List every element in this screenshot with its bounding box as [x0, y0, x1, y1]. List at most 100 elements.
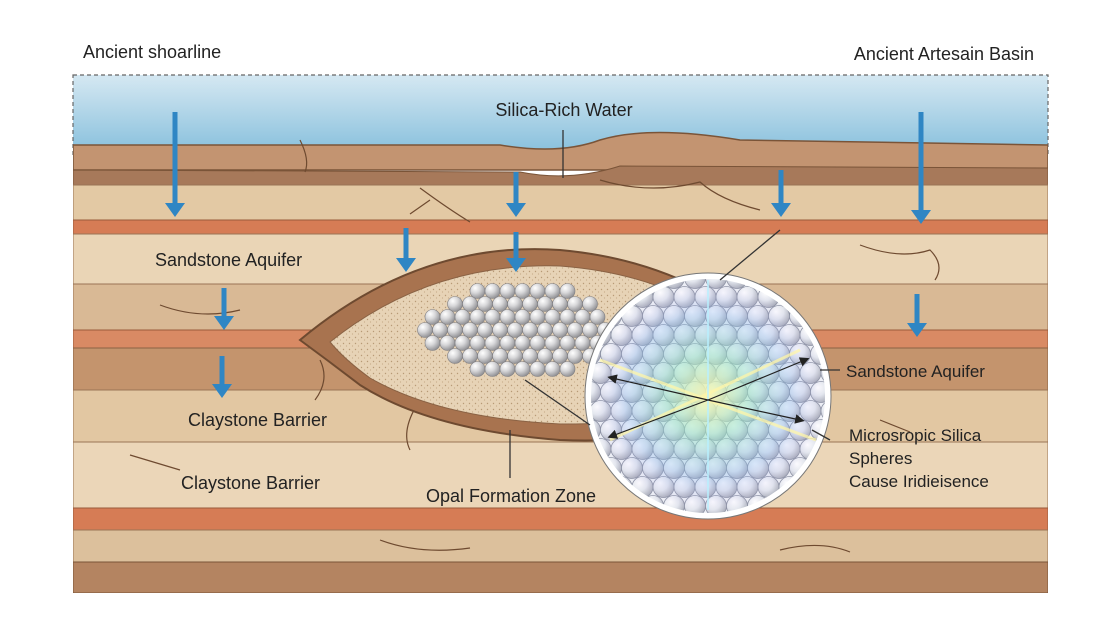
silica-sphere-icon: [522, 322, 538, 338]
down-arrow-icon: [212, 356, 232, 398]
silica-sphere-icon: [507, 322, 523, 338]
silica-sphere-icon: [507, 348, 523, 364]
label-artesian-basin: Ancient Artesain Basin: [854, 44, 1034, 64]
silica-sphere-icon: [529, 309, 546, 325]
silica-sphere-icon: [529, 283, 546, 299]
stratum-8: [73, 529, 1048, 563]
silica-sphere-icon: [544, 335, 561, 351]
silica-sphere-icon: [552, 296, 568, 312]
stratum-bottom: [73, 561, 1048, 593]
silica-sphere-icon: [544, 361, 561, 377]
label-claystone-barrier-upper: Claystone Barrier: [188, 410, 327, 430]
silica-sphere-icon: [574, 309, 591, 325]
stratum-top-surface: [73, 131, 1048, 171]
silica-sphere-icon: [514, 335, 531, 351]
silica-sphere-icon: [529, 361, 546, 377]
silica-sphere-icon: [484, 283, 501, 299]
silica-sphere-icon: [529, 335, 546, 351]
silica-sphere-icon: [582, 322, 598, 338]
silica-sphere-icon: [559, 309, 576, 325]
silica-sphere-icon: [507, 296, 523, 312]
strata-group: [73, 131, 1048, 593]
down-arrow-icon: [214, 288, 234, 330]
silica-sphere-icon: [514, 309, 531, 325]
silica-sphere-icon: [469, 309, 486, 325]
down-arrow-icon: [506, 172, 526, 217]
silica-sphere-icon: [417, 322, 433, 338]
leader-lines: [524, 130, 840, 441]
silica-sphere-icon: [589, 309, 606, 325]
silica-sphere-icon: [492, 296, 508, 312]
silica-sphere-icon: [537, 348, 553, 364]
silica-sphere-icon: [462, 322, 478, 338]
silica-sphere-icon: [499, 283, 516, 299]
silica-sphere-icon: [469, 335, 486, 351]
silica-sphere-icon: [559, 283, 576, 299]
label-claystone-barrier-lower: Claystone Barrier: [181, 473, 320, 493]
label-silica-rich-water: Silica-Rich Water: [495, 100, 632, 120]
silica-sphere-icon: [462, 348, 478, 364]
down-arrow-icon: [165, 112, 185, 217]
silica-sphere-icon: [447, 296, 463, 312]
stratum-1: [73, 165, 1048, 186]
down-arrow-icon: [911, 112, 931, 224]
silica-sphere-icon: [439, 335, 456, 351]
silica-sphere-icon: [522, 296, 538, 312]
silica-sphere-icon: [567, 322, 583, 338]
silica-sphere-icon: [567, 296, 583, 312]
lens-sphere-cluster: [417, 283, 613, 377]
label-sandstone-aquifer-right: Sandstone Aquifer: [846, 362, 985, 381]
silica-sphere-icon: [492, 322, 508, 338]
down-arrow-icon: [907, 294, 927, 337]
stratum-2: [73, 184, 1048, 221]
silica-sphere-icon: [454, 309, 471, 325]
magnifier-ring: [585, 273, 831, 519]
direction-arrows: [607, 357, 810, 439]
silica-sphere-icon: [567, 348, 583, 364]
silica-sphere-icon: [544, 283, 561, 299]
silica-sphere-icon: [462, 296, 478, 312]
silica-sphere-icon: [454, 335, 471, 351]
label-opal-formation-zone: Opal Formation Zone: [426, 486, 596, 506]
silica-sphere-icon: [469, 283, 486, 299]
silica-sphere-icon: [447, 322, 463, 338]
label-spheres-line-1: Microsropic Silica: [849, 426, 982, 445]
silica-sphere-icon: [484, 361, 501, 377]
silica-sphere-icon: [469, 361, 486, 377]
label-ancient-shoreline: Ancient shoarline: [83, 42, 221, 62]
silica-sphere-icon: [477, 296, 493, 312]
silica-sphere-icon: [514, 361, 531, 377]
silica-sphere-icon: [424, 335, 441, 351]
silica-sphere-icon: [537, 296, 553, 312]
silica-sphere-icon: [499, 309, 516, 325]
silica-sphere-icon: [432, 322, 448, 338]
label-spheres-line-3: Cause Iridieisence: [849, 472, 989, 491]
silica-sphere-icon: [559, 335, 576, 351]
silica-sphere-icon: [574, 335, 591, 351]
silica-sphere-icon: [522, 348, 538, 364]
silica-sphere-icon: [492, 348, 508, 364]
silica-sphere-icon: [514, 283, 531, 299]
silica-sphere-icon: [552, 322, 568, 338]
silica-sphere-icon: [484, 309, 501, 325]
silica-sphere-icon: [477, 348, 493, 364]
crack-lines: [129, 139, 940, 553]
water-flow-arrows: [165, 112, 931, 398]
silica-sphere-icon: [499, 335, 516, 351]
silica-sphere-icon: [439, 309, 456, 325]
silica-sphere-icon: [484, 335, 501, 351]
silica-sphere-icon: [424, 309, 441, 325]
silica-sphere-icon: [499, 361, 516, 377]
silica-sphere-icon: [447, 348, 463, 364]
red-band-1: [73, 219, 1048, 235]
silica-sphere-icon: [544, 309, 561, 325]
label-spheres-line-2: Spheres: [849, 449, 912, 468]
label-sandstone-aquifer-left: Sandstone Aquifer: [155, 250, 302, 270]
down-arrow-icon: [771, 170, 791, 217]
stratum-7: [73, 441, 1048, 509]
silica-sphere-icon: [552, 348, 568, 364]
silica-sphere-icon: [477, 322, 493, 338]
down-arrow-icon: [506, 232, 526, 272]
down-arrow-icon: [396, 228, 416, 272]
